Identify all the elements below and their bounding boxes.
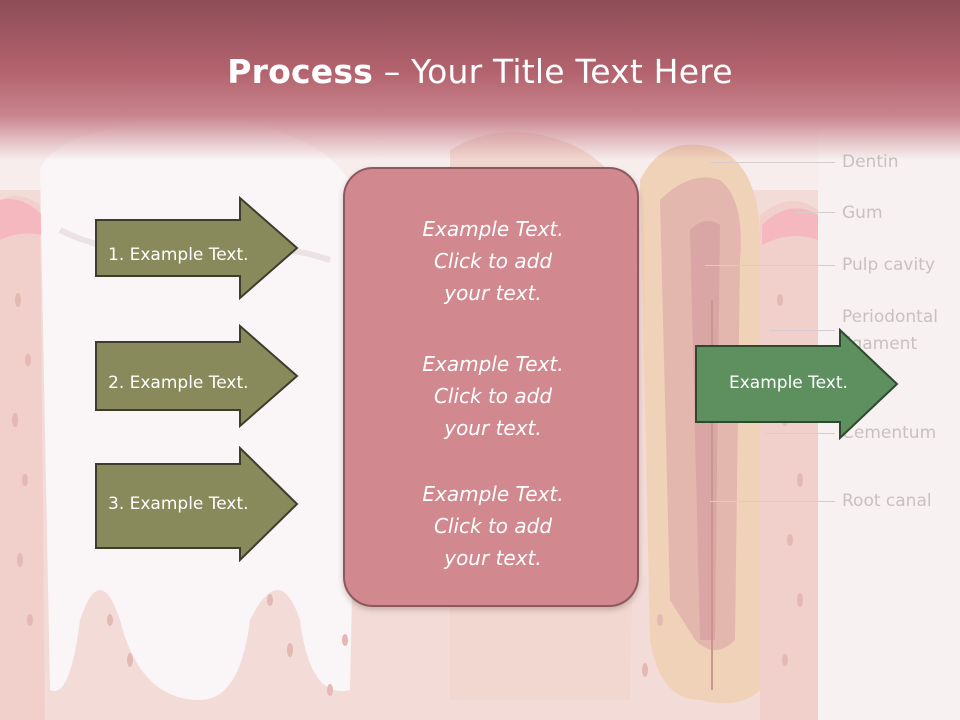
center-text-box[interactable]: Example Text. Click to add your text. Ex… bbox=[343, 167, 639, 607]
paragraph-line: Click to add bbox=[433, 514, 553, 538]
paragraph-line: your text. bbox=[444, 281, 542, 305]
label-periodontal: Periodontal bbox=[842, 307, 938, 327]
label-pulp-cavity: Pulp cavity bbox=[842, 255, 935, 275]
label-gum: Gum bbox=[842, 203, 883, 223]
paragraph-line: Example Text. bbox=[422, 352, 564, 376]
center-paragraph-2: Example Text. Click to add your text. bbox=[345, 348, 641, 444]
leader-line bbox=[710, 162, 835, 163]
step-label-2: 2. Example Text. bbox=[108, 373, 249, 393]
leader-line bbox=[765, 433, 835, 434]
paragraph-line: Click to add bbox=[433, 384, 553, 408]
title-band bbox=[0, 0, 960, 160]
step-arrow-1[interactable] bbox=[94, 196, 300, 300]
center-paragraph-3: Example Text. Click to add your text. bbox=[345, 478, 641, 574]
paragraph-line: Click to add bbox=[433, 249, 553, 273]
result-label: Example Text. bbox=[729, 373, 848, 393]
paragraph-line: Example Text. bbox=[422, 482, 564, 506]
step-label-3: 3. Example Text. bbox=[108, 494, 249, 514]
label-root-canal: Root canal bbox=[842, 491, 932, 511]
result-arrow[interactable] bbox=[694, 328, 900, 440]
step-arrow-2[interactable] bbox=[94, 324, 300, 428]
leader-line bbox=[710, 501, 835, 502]
label-cementum: Cementum bbox=[842, 423, 937, 443]
leader-line bbox=[770, 330, 835, 331]
center-paragraph-1: Example Text. Click to add your text. bbox=[345, 213, 641, 309]
paragraph-line: your text. bbox=[444, 416, 542, 440]
leader-line bbox=[795, 212, 835, 213]
leader-line bbox=[705, 265, 835, 266]
title-rest: – Your Title Text Here bbox=[373, 52, 733, 91]
title-bold: Process bbox=[227, 52, 374, 91]
step-arrow-3[interactable] bbox=[94, 446, 300, 562]
paragraph-line: Example Text. bbox=[422, 217, 564, 241]
step-label-1: 1. Example Text. bbox=[108, 245, 249, 265]
page-title[interactable]: Process – Your Title Text Here bbox=[0, 52, 960, 91]
paragraph-line: your text. bbox=[444, 546, 542, 570]
